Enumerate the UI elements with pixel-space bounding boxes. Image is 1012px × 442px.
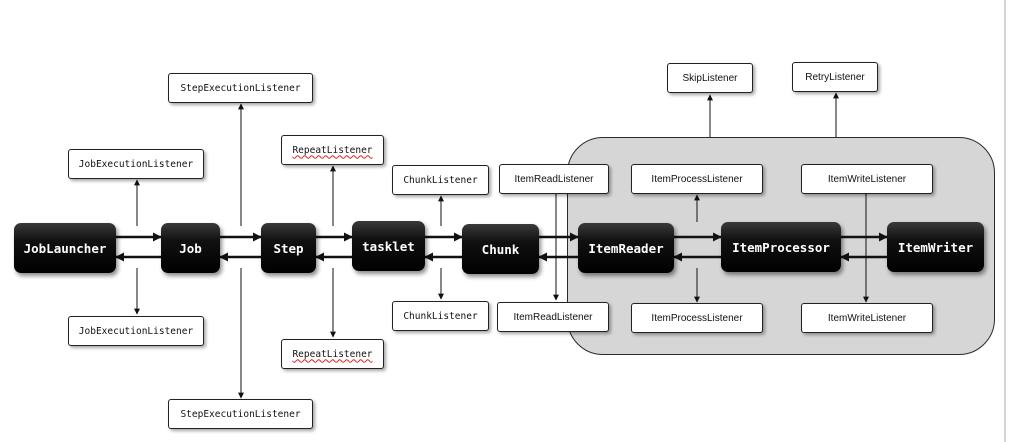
repeat-listener-top-label: RepeatListener	[292, 144, 373, 156]
job-node: Job	[161, 223, 220, 273]
item-reader-node: ItemReader	[578, 223, 674, 273]
step-execution-listener-top: StepExecutionListener	[168, 73, 313, 103]
pane-edge	[1004, 0, 1006, 442]
item-read-listener-top: ItemReadListener	[499, 164, 609, 194]
item-processor-node: ItemProcessor	[721, 222, 841, 272]
step-node: Step	[261, 223, 316, 273]
repeat-listener-bottom: RepeatListener	[281, 339, 384, 369]
chunk-listener-top: ChunkListener	[392, 165, 489, 195]
job-execution-listener-bottom: JobExecutionListener	[68, 316, 204, 346]
job-launcher-node: JobLauncher	[14, 223, 116, 273]
step-execution-listener-bottom: StepExecutionListener	[168, 399, 313, 429]
skip-listener: SkipListener	[667, 63, 753, 93]
item-write-listener-top: ItemWriteListener	[801, 164, 933, 194]
repeat-listener-top: RepeatListener	[281, 135, 384, 165]
tasklet-node: tasklet	[352, 221, 425, 271]
item-read-listener-bottom: ItemReadListener	[497, 302, 609, 332]
repeat-listener-bottom-label: RepeatListener	[292, 348, 373, 360]
item-writer-node: ItemWriter	[887, 222, 984, 272]
retry-listener: RetryListener	[792, 62, 878, 92]
chunk-listener-bottom: ChunkListener	[392, 301, 489, 331]
item-process-listener-bottom: ItemProcessListener	[631, 303, 763, 333]
job-execution-listener-top: JobExecutionListener	[68, 149, 204, 179]
item-process-listener-top: ItemProcessListener	[631, 164, 763, 194]
chunk-node: Chunk	[462, 224, 539, 274]
item-write-listener-bottom: ItemWriteListener	[801, 303, 933, 333]
